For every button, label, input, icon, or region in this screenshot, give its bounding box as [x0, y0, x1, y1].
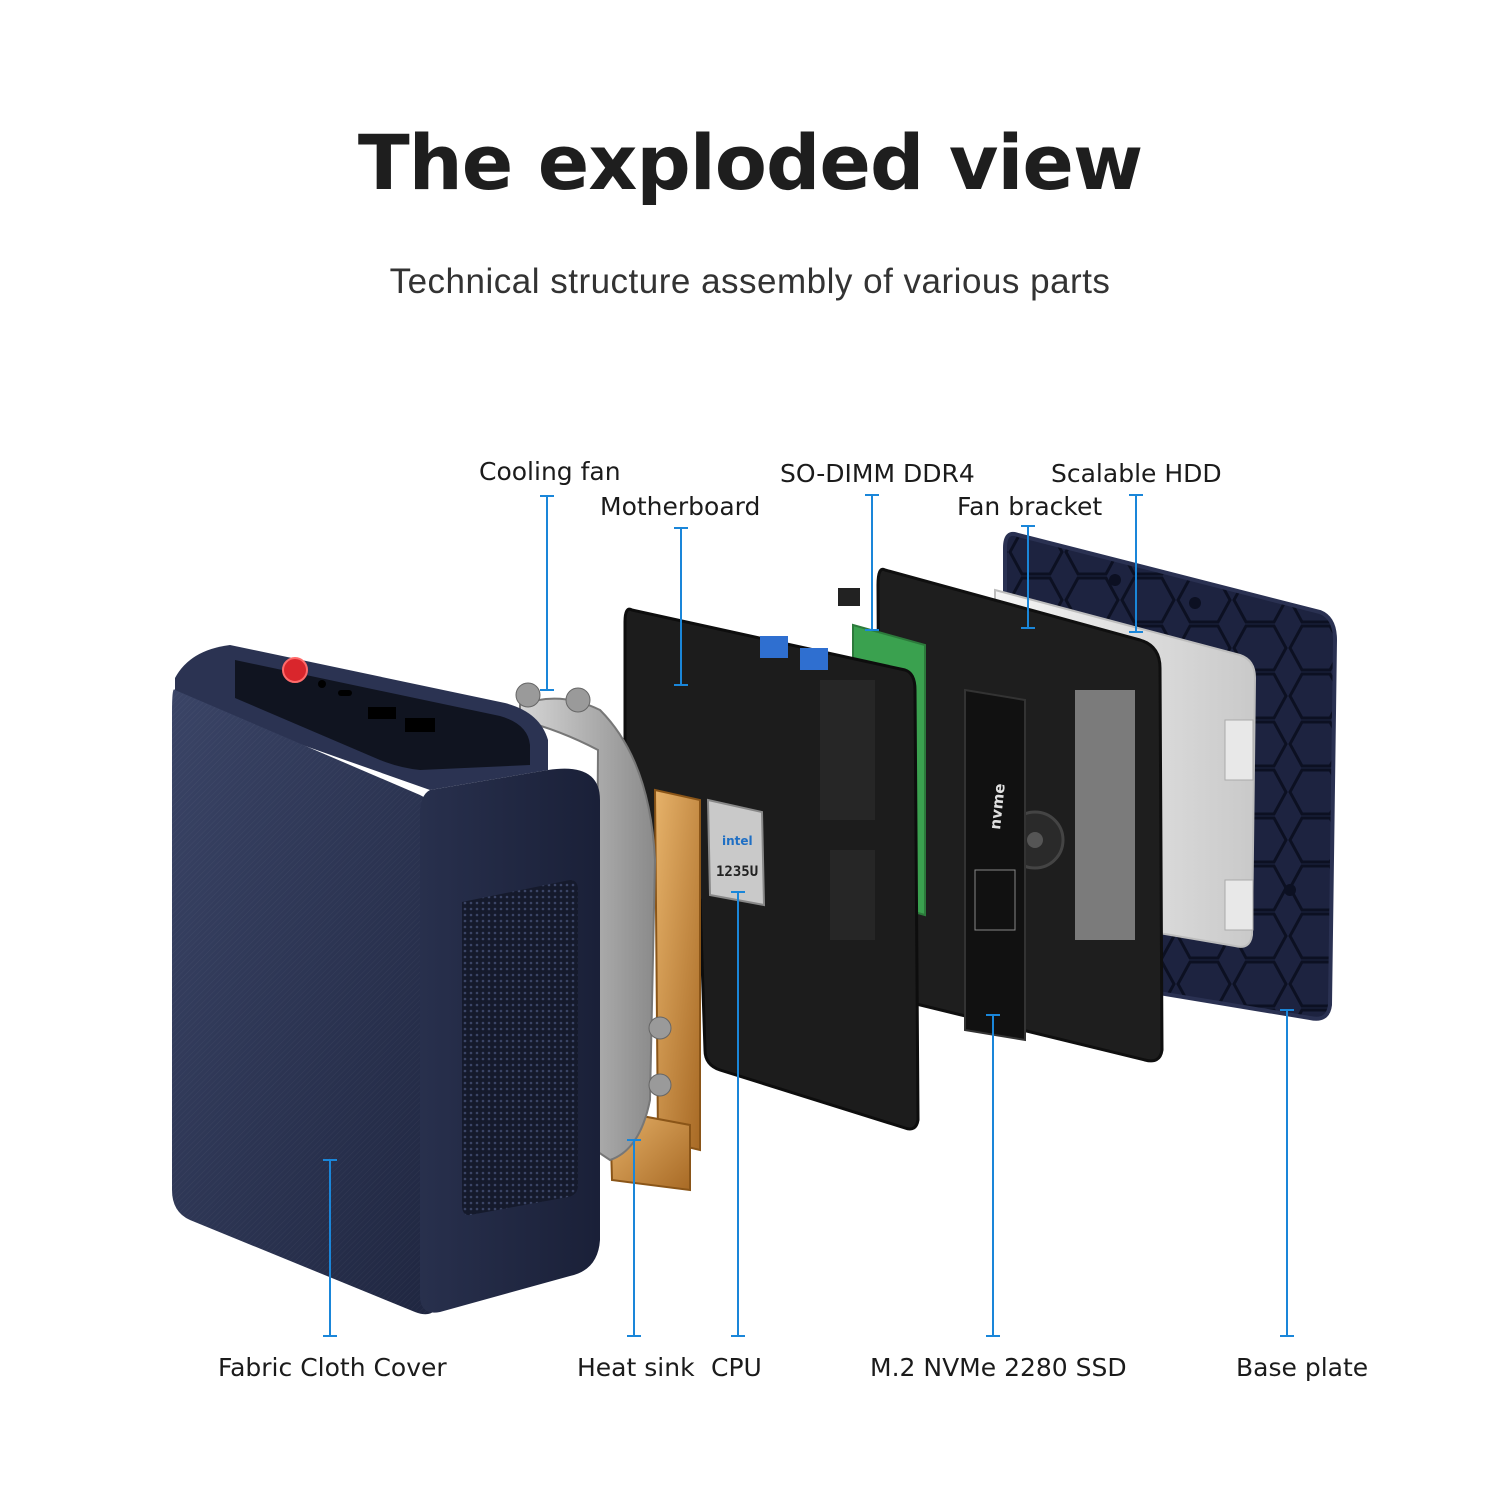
power-icon[interactable] [282, 657, 308, 683]
label-fabric-cover: Fabric Cloth Cover [218, 1353, 447, 1382]
ssd-part: nvme [964, 688, 1026, 1042]
cpu-model-text: 1235U [716, 864, 758, 880]
label-scalable-hdd: Scalable HDD [1051, 459, 1222, 488]
label-ssd: M.2 NVMe 2280 SSD [870, 1353, 1127, 1382]
cooling-fan-part [515, 682, 672, 1162]
leader-lines [323, 494, 1294, 1337]
page-subtitle: Technical structure assembly of various … [389, 262, 1111, 301]
fabric-cover-part [172, 645, 600, 1315]
label-base-plate: Base plate [1236, 1353, 1369, 1382]
page-title: The exploded view [357, 118, 1143, 207]
ssd-brand-text: nvme [986, 783, 1009, 831]
label-heat-sink: Heat sink [577, 1353, 695, 1382]
label-cpu: CPU [711, 1353, 762, 1382]
label-cooling-fan: Cooling fan [479, 457, 621, 486]
label-fan-bracket: Fan bracket [957, 492, 1103, 521]
cpu-brand-text: intel [722, 834, 753, 848]
label-motherboard: Motherboard [600, 492, 761, 521]
label-so-dimm: SO-DIMM DDR4 [780, 459, 975, 488]
cpu-chip: intel 1235U [706, 798, 766, 907]
motherboard-part: intel 1235U [623, 607, 920, 1131]
